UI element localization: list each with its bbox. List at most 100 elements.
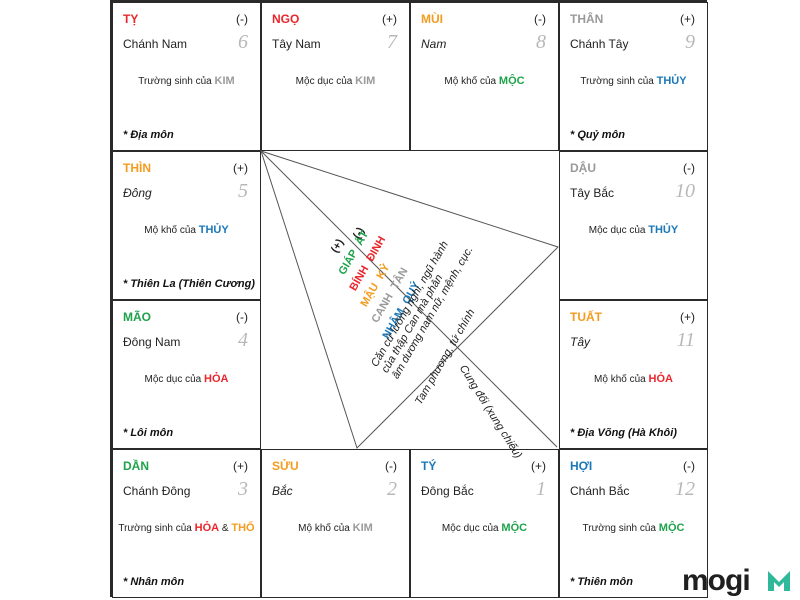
description-text: Mộ khố của (298, 523, 350, 534)
direction-label: Chánh Đông (123, 484, 191, 498)
element-name: HỎA (194, 522, 220, 534)
gate-label: * Nhân môn (123, 576, 185, 588)
gate-label: * Thiên môn (570, 576, 633, 588)
branch-label: TÝ (421, 459, 437, 473)
palace-tuat: TUẤT (+) Tây 11 Mộ khố của HỎA * Địa Võng (Hà… (559, 300, 708, 449)
polarity-sign: (-) (534, 12, 546, 26)
element-description: Mộ khố của THỦY (113, 224, 260, 236)
direction-label: Đông (123, 186, 152, 200)
polarity-sign: (+) (680, 12, 695, 26)
description-text: Mộc dục của (295, 76, 353, 87)
direction-label: Đông Bắc (421, 484, 474, 498)
polarity-sign: (-) (236, 310, 248, 324)
element-description: Mộ khố của KIM (262, 522, 409, 534)
palace-suu: SỬU (-) Bắc 2 Mộ khố của KIM (261, 449, 410, 598)
palace-number: 5 (238, 180, 248, 202)
element-name: THỦY (656, 75, 687, 87)
palace-number: 9 (685, 31, 695, 53)
palace-number: 8 (536, 31, 546, 53)
mogi-logo: mogi (682, 564, 792, 597)
direction-label: Tây Nam (272, 37, 321, 51)
element-description: Trường sinh của KIM (113, 75, 260, 87)
element-name: THỦY (198, 224, 229, 236)
direction-label: Chánh Bắc (570, 484, 630, 498)
element-description: Mộ khố của MỘC (411, 75, 558, 87)
polarity-sign: (+) (382, 12, 397, 26)
element-name: KIM (355, 75, 376, 87)
branch-label: TỴ (123, 12, 139, 26)
gate-label: * Địa môn (123, 129, 174, 141)
polarity-sign: (+) (531, 459, 546, 473)
polarity-sign: (-) (683, 161, 695, 175)
direction-label: Chánh Nam (123, 37, 188, 51)
polarity-sign: (-) (385, 459, 397, 473)
element-description: Trường sinh của THỦY (560, 75, 707, 87)
element-description: Mộc dục của KIM (262, 75, 409, 87)
description-text: Trường sinh của (582, 523, 656, 534)
element-description: Trường sinh của HỎA & THỔ (113, 522, 260, 534)
description-text: Trường sinh của (118, 523, 192, 534)
gate-label: * Thiên La (Thiên Cương) (123, 278, 255, 290)
description-text: Mộ khố của (594, 374, 646, 385)
branch-label: HỢI (570, 459, 593, 473)
branch-label: NGỌ (272, 12, 300, 26)
gate-label: * Quỷ môn (570, 129, 626, 141)
description-text: Mộ khố của (144, 225, 196, 236)
ampersand: & (221, 523, 229, 534)
gate-label: * Địa Võng (Hà Khôi) (570, 427, 677, 439)
logo-text: mogi (682, 564, 751, 597)
palace-number: 7 (387, 31, 397, 53)
gate-label: * Lôi môn (123, 427, 174, 439)
element-name: THỦY (648, 224, 679, 236)
branch-label: THÂN (570, 12, 604, 26)
branch-label: TUẤT (570, 310, 602, 324)
element-description: Trường sinh của MỘC (560, 522, 707, 534)
element-name: KIM (214, 75, 235, 87)
polarity-sign: (+) (233, 161, 248, 175)
direction-label: Tây (570, 335, 591, 349)
palace-number: 10 (675, 180, 695, 202)
polarity-sign: (-) (236, 12, 248, 26)
polarity-sign: (-) (683, 459, 695, 473)
direction-label: Bắc (272, 484, 293, 498)
element-description: Mộ khố của HỎA (560, 373, 707, 385)
polarity-sign: (+) (680, 310, 695, 324)
palace-number: 4 (238, 329, 248, 351)
center-lines (260, 150, 559, 449)
branch-label: THÌN (123, 161, 151, 175)
element-name-2: THỔ (231, 522, 255, 534)
element-name: KIM (352, 522, 373, 534)
palace-thin: THÌN (+) Đông 5 Mộ khố của THỦY * Thiên La (T… (112, 151, 261, 300)
description-text: Mộc dục của (441, 523, 499, 534)
element-name: MỘC (498, 75, 525, 87)
element-description: Mộc dục của THỦY (560, 224, 707, 236)
palace-number: 12 (675, 478, 695, 500)
logo-mark-icon (768, 571, 790, 591)
element-description: Mộc dục của HỎA (113, 373, 260, 385)
direction-label: Tây Bắc (570, 186, 615, 200)
palace-number: 2 (387, 478, 397, 500)
element-name: HỎA (204, 373, 229, 385)
branch-label: SỬU (272, 459, 299, 473)
element-name: MỘC (658, 522, 685, 534)
branch-label: DẬU (570, 161, 596, 175)
direction-label: Nam (421, 37, 447, 51)
palace-mui: MÙI (-) Nam 8 Mộ khố của MỘC (410, 2, 559, 151)
description-text: Trường sinh của (138, 76, 212, 87)
direction-label: Chánh Tây (570, 37, 629, 51)
palace-number: 11 (676, 329, 695, 351)
polarity-sign: (+) (233, 459, 248, 473)
branch-label: MÙI (421, 12, 443, 26)
description-text: Mộc dục của (588, 225, 646, 236)
element-description: Mộc dục của MỘC (411, 522, 558, 534)
palace-number: 6 (238, 31, 248, 53)
